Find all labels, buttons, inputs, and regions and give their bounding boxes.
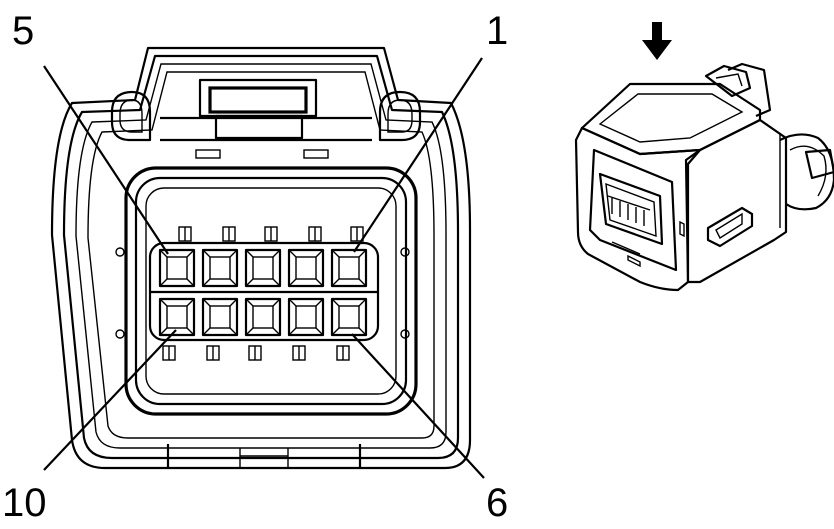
terminal-locks-bottom [162,345,350,361]
connector-face-icon [50,46,472,470]
pin-label-5: 5 [12,9,34,53]
pin-label-10: 10 [2,481,47,525]
pin-label-6: 6 [486,481,508,525]
leader-lines [43,57,485,479]
terminal-locks-top [178,226,364,242]
connector-isometric-icon [574,62,834,292]
pin-row-top [158,248,368,288]
pin-row-bottom [158,297,368,337]
pin-label-1: 1 [486,9,508,53]
arrow-down-icon [642,22,672,60]
